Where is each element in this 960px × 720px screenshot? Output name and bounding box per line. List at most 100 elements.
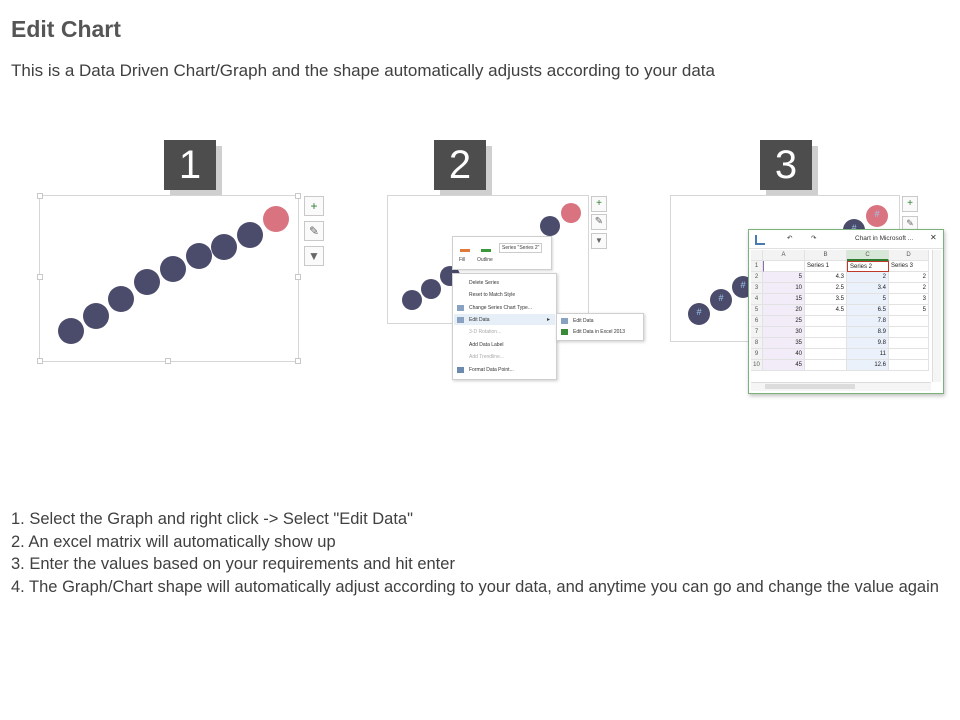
row-header[interactable]: 5: [751, 305, 763, 316]
data-cell[interactable]: 6.5: [847, 305, 889, 316]
add-element-button[interactable]: +: [902, 196, 918, 212]
row-header[interactable]: 8: [751, 338, 763, 349]
data-cell[interactable]: [805, 338, 847, 349]
data-cell[interactable]: 8.9: [847, 327, 889, 338]
instruction-step-1: 1. Select the Graph and right click -> S…: [11, 510, 413, 528]
menu-item-3d-rotation[interactable]: 3-D Rotation...: [469, 329, 502, 335]
excel-icon: [561, 329, 568, 335]
horizontal-scrollbar[interactable]: [751, 382, 931, 391]
menu-item-add-trendline[interactable]: Add Trendline...: [469, 354, 505, 360]
redo-icon[interactable]: ↷: [811, 235, 817, 242]
data-cell[interactable]: 5: [889, 305, 929, 316]
chart-point: [108, 286, 134, 312]
chart-filter-button[interactable]: ▼: [304, 246, 324, 266]
data-cell[interactable]: 30: [763, 327, 805, 338]
format-icon: [457, 367, 464, 373]
undo-icon[interactable]: ↶: [787, 235, 793, 242]
data-cell[interactable]: 5: [847, 294, 889, 305]
data-cell[interactable]: [805, 349, 847, 360]
data-cell[interactable]: 9.8: [847, 338, 889, 349]
chart-point: [186, 243, 212, 269]
menu-item-format-point[interactable]: Format Data Point...: [469, 367, 514, 373]
chart-style-button[interactable]: ✎: [304, 221, 324, 241]
brush-icon: ✎: [906, 218, 914, 228]
row-header[interactable]: 4: [751, 294, 763, 305]
series-name-cell[interactable]: Series 1: [805, 261, 847, 272]
series-name-cell[interactable]: Series 2: [847, 261, 889, 272]
menu-item-reset-style[interactable]: Reset to Match Style: [469, 292, 516, 298]
chart-point: [402, 290, 422, 310]
series-selector[interactable]: Series "Series 2": [499, 243, 543, 253]
data-cell[interactable]: [805, 316, 847, 327]
fill-label: Fill: [459, 257, 466, 263]
series-name-cell[interactable]: [763, 261, 805, 272]
row-header[interactable]: 6: [751, 316, 763, 327]
row-header[interactable]: 3: [751, 283, 763, 294]
data-cell[interactable]: [805, 327, 847, 338]
data-cell[interactable]: 45: [763, 360, 805, 371]
brush-icon: ✎: [594, 216, 604, 227]
data-cell[interactable]: 2: [889, 283, 929, 294]
data-cell[interactable]: 25: [763, 316, 805, 327]
data-cell[interactable]: 12.6: [847, 360, 889, 371]
submenu-arrow-icon: ▸: [547, 317, 551, 323]
data-cell[interactable]: 2: [889, 272, 929, 283]
data-cell[interactable]: 5: [763, 272, 805, 283]
step-2-badge: 2: [434, 140, 486, 190]
column-header[interactable]: B: [805, 250, 847, 261]
series-name-cell[interactable]: Series 3: [889, 261, 929, 272]
close-icon[interactable]: ✕: [930, 233, 937, 242]
chart-point: #: [688, 303, 710, 325]
data-cell[interactable]: [805, 360, 847, 371]
data-cell[interactable]: 35: [763, 338, 805, 349]
data-cell[interactable]: [889, 316, 929, 327]
data-cell[interactable]: [889, 338, 929, 349]
data-cell[interactable]: 11: [847, 349, 889, 360]
fill-icon[interactable]: [460, 240, 470, 252]
data-cell[interactable]: 2: [847, 272, 889, 283]
row-header[interactable]: 10: [751, 360, 763, 371]
data-cell[interactable]: 40: [763, 349, 805, 360]
add-element-button[interactable]: +: [591, 196, 607, 212]
chart-filter-button[interactable]: ▼: [591, 233, 607, 249]
row-header[interactable]: 9: [751, 349, 763, 360]
row-header[interactable]: 2: [751, 272, 763, 283]
row-header[interactable]: 1: [751, 261, 763, 272]
data-cell[interactable]: [889, 327, 929, 338]
column-header[interactable]: D: [889, 250, 929, 261]
chart-point-highlight: #: [866, 205, 888, 227]
data-cell[interactable]: 3.5: [805, 294, 847, 305]
submenu-item-edit-data[interactable]: Edit Data: [573, 318, 594, 324]
menu-item-delete-series[interactable]: Delete Series: [469, 280, 500, 286]
data-cell[interactable]: 3.4: [847, 283, 889, 294]
menu-item-edit-data[interactable]: Edit Data: [469, 317, 490, 323]
data-cell[interactable]: 3: [889, 294, 929, 305]
data-cell[interactable]: 4.3: [805, 272, 847, 283]
menu-item-change-type[interactable]: Change Series Chart Type...: [469, 305, 532, 311]
column-header[interactable]: C: [847, 250, 889, 261]
mini-toolbar: Fill Outline Series "Series 2": [452, 236, 552, 270]
corner-cell[interactable]: [751, 250, 763, 261]
row-header[interactable]: 7: [751, 327, 763, 338]
data-cell[interactable]: 20: [763, 305, 805, 316]
menu-item-add-data-label[interactable]: Add Data Label: [469, 342, 504, 348]
data-cell[interactable]: 7.8: [847, 316, 889, 327]
step-1-badge: 1: [164, 140, 216, 190]
chart-style-button[interactable]: ✎: [591, 214, 607, 230]
add-element-button[interactable]: +: [304, 196, 324, 216]
data-cell[interactable]: [889, 360, 929, 371]
data-cell[interactable]: 10: [763, 283, 805, 294]
column-header[interactable]: A: [763, 250, 805, 261]
chart-style-button[interactable]: ✎: [902, 216, 918, 230]
context-menu: Delete Series Reset to Match Style Chang…: [452, 273, 557, 380]
data-cell[interactable]: 15: [763, 294, 805, 305]
data-cell[interactable]: 2.5: [805, 283, 847, 294]
submenu-item-edit-excel[interactable]: Edit Data in Excel 2013: [573, 329, 625, 335]
page-subtitle: This is a Data Driven Chart/Graph and th…: [11, 61, 715, 80]
outline-icon[interactable]: [481, 240, 491, 252]
vertical-scrollbar[interactable]: [932, 250, 941, 382]
data-cell[interactable]: 4.5: [805, 305, 847, 316]
data-cell[interactable]: [889, 349, 929, 360]
